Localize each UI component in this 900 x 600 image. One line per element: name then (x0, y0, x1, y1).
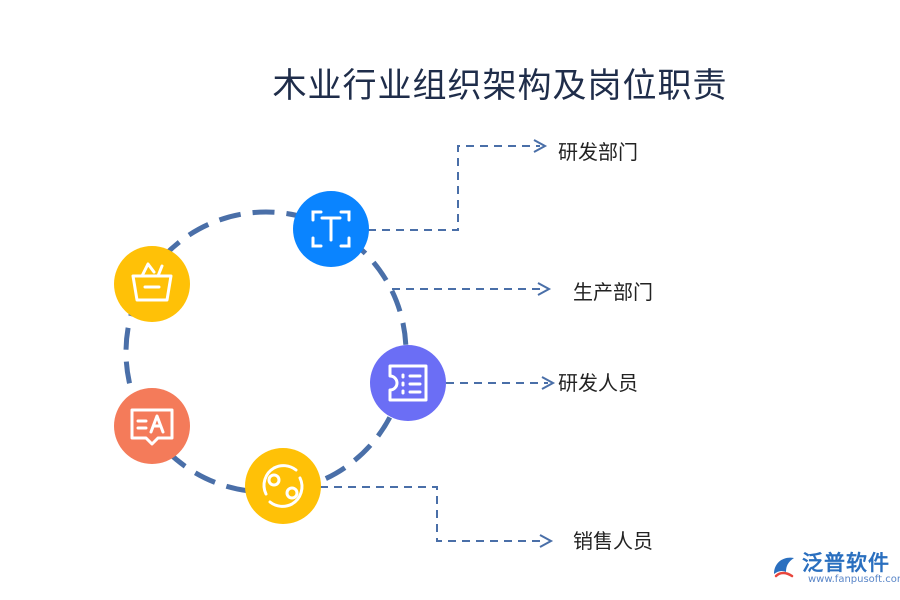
brand-logo: 泛普软件 www.fanpusoft.com (770, 552, 900, 586)
arrow-production-dept (537, 282, 552, 296)
label-production-dept: 生产部门 (573, 280, 653, 304)
connector-rd-dept (368, 145, 540, 231)
logo-url: www.fanpusoft.com (808, 574, 900, 585)
node-rd-staff (370, 345, 446, 421)
connector-sales-staff (320, 486, 546, 542)
node-rd-dept (293, 191, 369, 267)
arrow-sales-staff (539, 534, 554, 548)
page-title: 木业行业组织架构及岗位职责 (272, 66, 728, 106)
label-sales-staff: 销售人员 (573, 529, 653, 553)
arrow-rd-dept (533, 139, 548, 153)
label-rd-staff: 研发人员 (558, 371, 638, 395)
text-frame-icon (311, 210, 351, 248)
basket-icon (131, 262, 173, 302)
arrow-rd-staff (541, 376, 556, 390)
node-translate (114, 388, 190, 464)
node-basket (114, 246, 190, 322)
node-sales-staff (245, 448, 321, 524)
label-rd-dept: 研发部门 (558, 140, 638, 164)
ticket-list-icon (388, 364, 428, 402)
swap-cycle-icon (262, 464, 304, 508)
fanpu-logo-icon (774, 557, 794, 578)
logo-name: 泛普软件 (802, 551, 890, 575)
translate-icon (130, 408, 174, 446)
